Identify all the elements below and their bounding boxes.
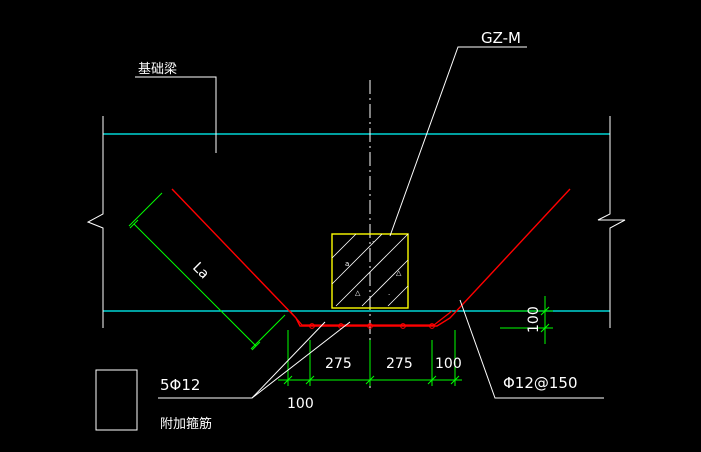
svg-text:a: a [345, 260, 349, 268]
extra-stirrups-label: 附加箍筋 [160, 416, 212, 432]
la-label: La [189, 260, 212, 283]
svg-text:·: · [372, 238, 374, 246]
right-break-line [597, 116, 626, 328]
rebar-bottom-bar [289, 310, 453, 326]
la-dimension [128, 192, 286, 351]
column-section: a △ · △ · [331, 233, 409, 309]
dim-100-right: 100 [435, 356, 462, 372]
left-break-line [86, 116, 104, 328]
svg-text:△: △ [396, 269, 402, 277]
vertical-dimension-lines [500, 296, 553, 344]
dim-275-left: 275 [325, 356, 352, 372]
column-mark-label: GZ-M [481, 29, 521, 47]
legend-box [95, 369, 138, 431]
svg-text:·: · [388, 291, 390, 299]
dim-100-vertical: 100 [526, 306, 542, 333]
rebar-bent-bar [171, 188, 571, 327]
leader-lines [135, 46, 604, 399]
dim-100-left: 100 [287, 396, 314, 412]
dim-275-right: 275 [386, 356, 413, 372]
horizontal-dimension-lines [278, 330, 462, 386]
stirrup-spec-label: Φ12@150 [503, 374, 578, 392]
foundation-beam-label: 基础梁 [138, 62, 177, 77]
svg-text:△: △ [355, 289, 361, 297]
main-bars-label: 5Φ12 [160, 376, 200, 394]
